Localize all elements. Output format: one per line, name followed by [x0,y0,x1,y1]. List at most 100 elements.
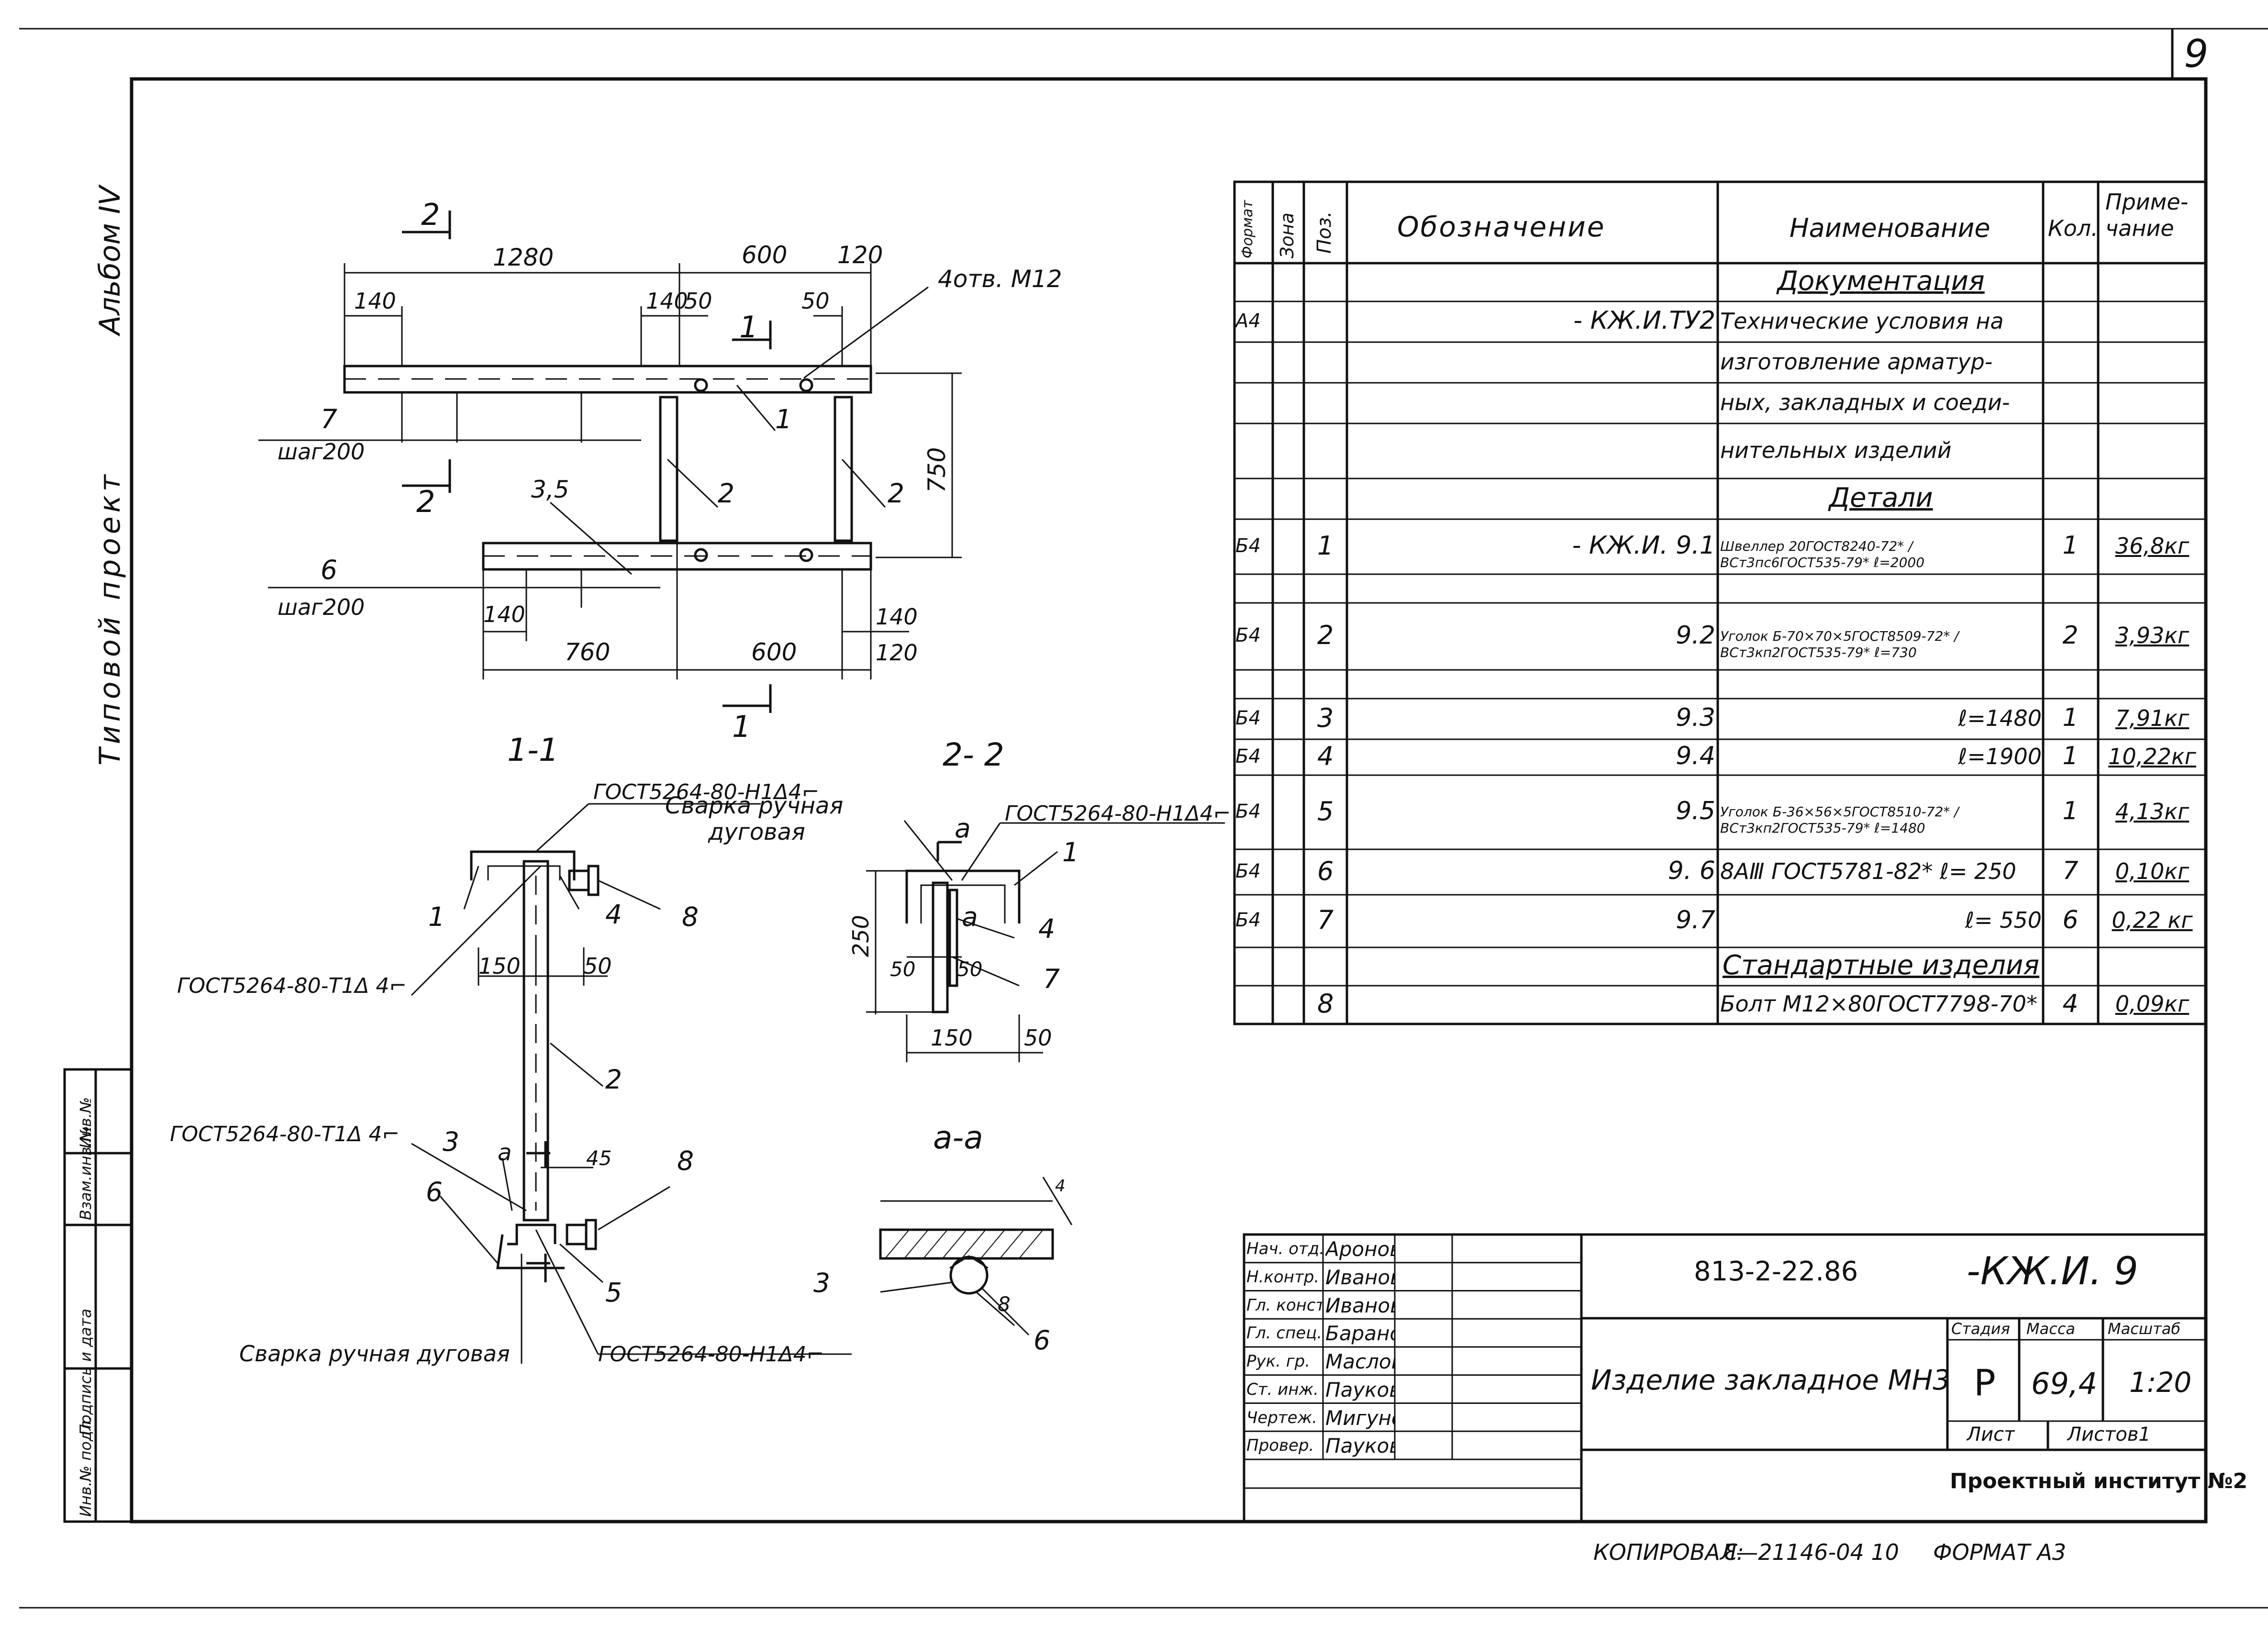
spec-name: нительных изделий [1720,437,1952,463]
s22-label-4: 4 [1038,913,1055,944]
manual-weld-1-1: Сварка ручная дуговая [239,1341,510,1367]
spec-name: ℓ= 550 [1965,907,2042,934]
s22-dim-50b: 50 [957,957,982,981]
saa-label-6: 6 [1034,1325,1050,1356]
section2-top: 2 [421,197,440,232]
side-label-2: Взам.инв.№ [77,1126,95,1220]
spec-des: 9.4 [1676,742,1715,770]
spec-name: Детали [1829,482,1933,513]
s22-weld-gost: ГОСТ5264-80-Н1Δ4⌐ [1005,801,1231,826]
spec-name: изготовление арматур- [1720,348,1993,375]
s11-label-3: 3 [443,1126,459,1157]
hdr-designation: Обозначение [1397,211,1606,243]
spec-des: 9.7 [1676,905,1715,934]
spec-note: 4,13кг [2115,798,2190,824]
s22-dim-250: 250 [848,915,874,957]
tb-role: Нач. отд. [1246,1239,1322,1258]
tb-person-name: Баранов [1325,1322,1395,1346]
spec-des: 9.2 [1676,621,1715,650]
tb-mass-h: Масса [2026,1320,2076,1338]
spec-qty: 1 [2062,531,2079,560]
tb-scale: 1:20 [2129,1366,2192,1399]
tb-person-name: Мигунова [1325,1406,1395,1430]
tb-role: Н.контр. [1246,1267,1320,1287]
spec-fmt: Б4 [1235,707,1261,729]
dim-600-bottom: 600 [751,638,797,666]
tb-scale-h: Масштаб [2108,1320,2181,1338]
spec-pos: 7 [1317,905,1334,935]
project-type: Типовой проект [93,471,127,766]
dim-140-d: 140 [876,604,918,630]
spec-fmt: Б4 [1235,534,1261,557]
spec-des: - КЖ.И. 9.1 [1572,531,1715,560]
tb-role: Ст. инж. [1246,1379,1319,1399]
s11-dim-150: 150 [478,953,521,979]
spec-des: 9.3 [1676,703,1715,732]
spec-qty: 1 [2062,797,2079,825]
tb-role: Гл. конст. [1246,1295,1322,1315]
spec-pos: 5 [1317,796,1334,826]
section2-bottom: 2 [416,484,435,519]
plan-pos-1: 1 [775,404,792,434]
spec-pos: 6 [1317,856,1334,886]
weld-bottom-1-1: ГОСТ5264-80-Н1Δ4⌐ [598,1342,824,1367]
spec-qty: 7 [2062,856,2079,885]
plan-pos-2b: 2 [888,478,904,509]
saa-label-8: 8 [998,1292,1011,1316]
s22-dim-50c: 50 [1024,1025,1052,1051]
hdr-note-1: Приме- [2105,189,2189,215]
step-2: шаг200 [278,594,365,620]
s11-label-2: 2 [605,1064,622,1095]
s22-dim-150: 150 [931,1025,973,1051]
spec-qty: 4 [2062,989,2079,1018]
dim-140-c: 140 [483,601,525,627]
s11-label-1: 1 [428,901,445,932]
tb-product: Изделие закладное МН3 [1591,1364,1951,1396]
hdr-zone: Зона [1277,212,1298,258]
tb-role: Рук. гр. [1246,1352,1311,1371]
spec-fmt: Б4 [1235,860,1261,882]
spec-des: 9.5 [1676,797,1715,825]
spec-pos: 8 [1317,989,1334,1019]
saa-label-3: 3 [813,1268,830,1298]
s11-dim-50: 50 [584,953,612,979]
tb-sheets-h: Листов1 [2067,1424,2151,1446]
spec-name: Технические условия на [1720,308,2004,334]
section-2-2-title: 2- 2 [943,736,1004,773]
tb-person-name: Пауков [1325,1434,1395,1458]
s22-dim-50a: 50 [890,957,915,981]
tb-mass: 69,4 [2031,1366,2098,1401]
weld-mid-1-1: ГОСТ5264-80-Т1Δ 4⌐ [170,1122,400,1146]
s11-label-8a: 8 [682,901,699,932]
spec-pos: 4 [1317,741,1334,771]
saa-label-4: 4 [1055,1177,1066,1196]
copied-label: КОПИРОВАЛ: [1593,1539,1744,1565]
spec-name: Болт М12×80ГОСТ7798-70* [1720,991,2038,1017]
tb-stage: Р [1974,1361,1996,1404]
spec-fmt: Б4 [1235,909,1261,931]
spec-des: - КЖ.И.ТУ2 [1573,306,1715,335]
plan-pos-2a: 2 [718,478,734,509]
s11-mark-a: а [498,1139,511,1166]
spec-note: 0,22 кг [2112,907,2193,934]
spec-des: 9. 6 [1668,856,1715,885]
tb-role: Провер. [1246,1436,1314,1456]
spec-name: Швеллер 20ГОСТ8240-72* / ВСт3пс6ГОСТ535-… [1720,538,1925,570]
tb-person-name: Маслов [1325,1350,1395,1373]
side-label-0: Инв.№ подл. [77,1416,95,1517]
tb-stage-h: Стадия [1951,1320,2010,1338]
sheet-number: 9 [2184,32,2209,76]
s22-mark-a-mid: а [962,901,978,932]
spec-qty: 6 [2062,905,2079,934]
s22-weld-2: дуговая [708,819,805,845]
section-a-a-title: а-а [933,1119,983,1156]
spec-name: ℓ=1900 [1958,743,2042,769]
spec-note: 0,09кг [2115,991,2190,1017]
weld-top-1-1: ГОСТ5264-80-Н1Δ4⌐ [593,780,820,804]
s22-weld-1: Сварка ручная [665,792,843,819]
s22-label-1: 1 [1062,837,1079,868]
tb-person-name: Пауков [1325,1378,1395,1401]
s11-label-5: 5 [605,1277,622,1308]
spec-note: 7,91кг [2115,705,2190,731]
